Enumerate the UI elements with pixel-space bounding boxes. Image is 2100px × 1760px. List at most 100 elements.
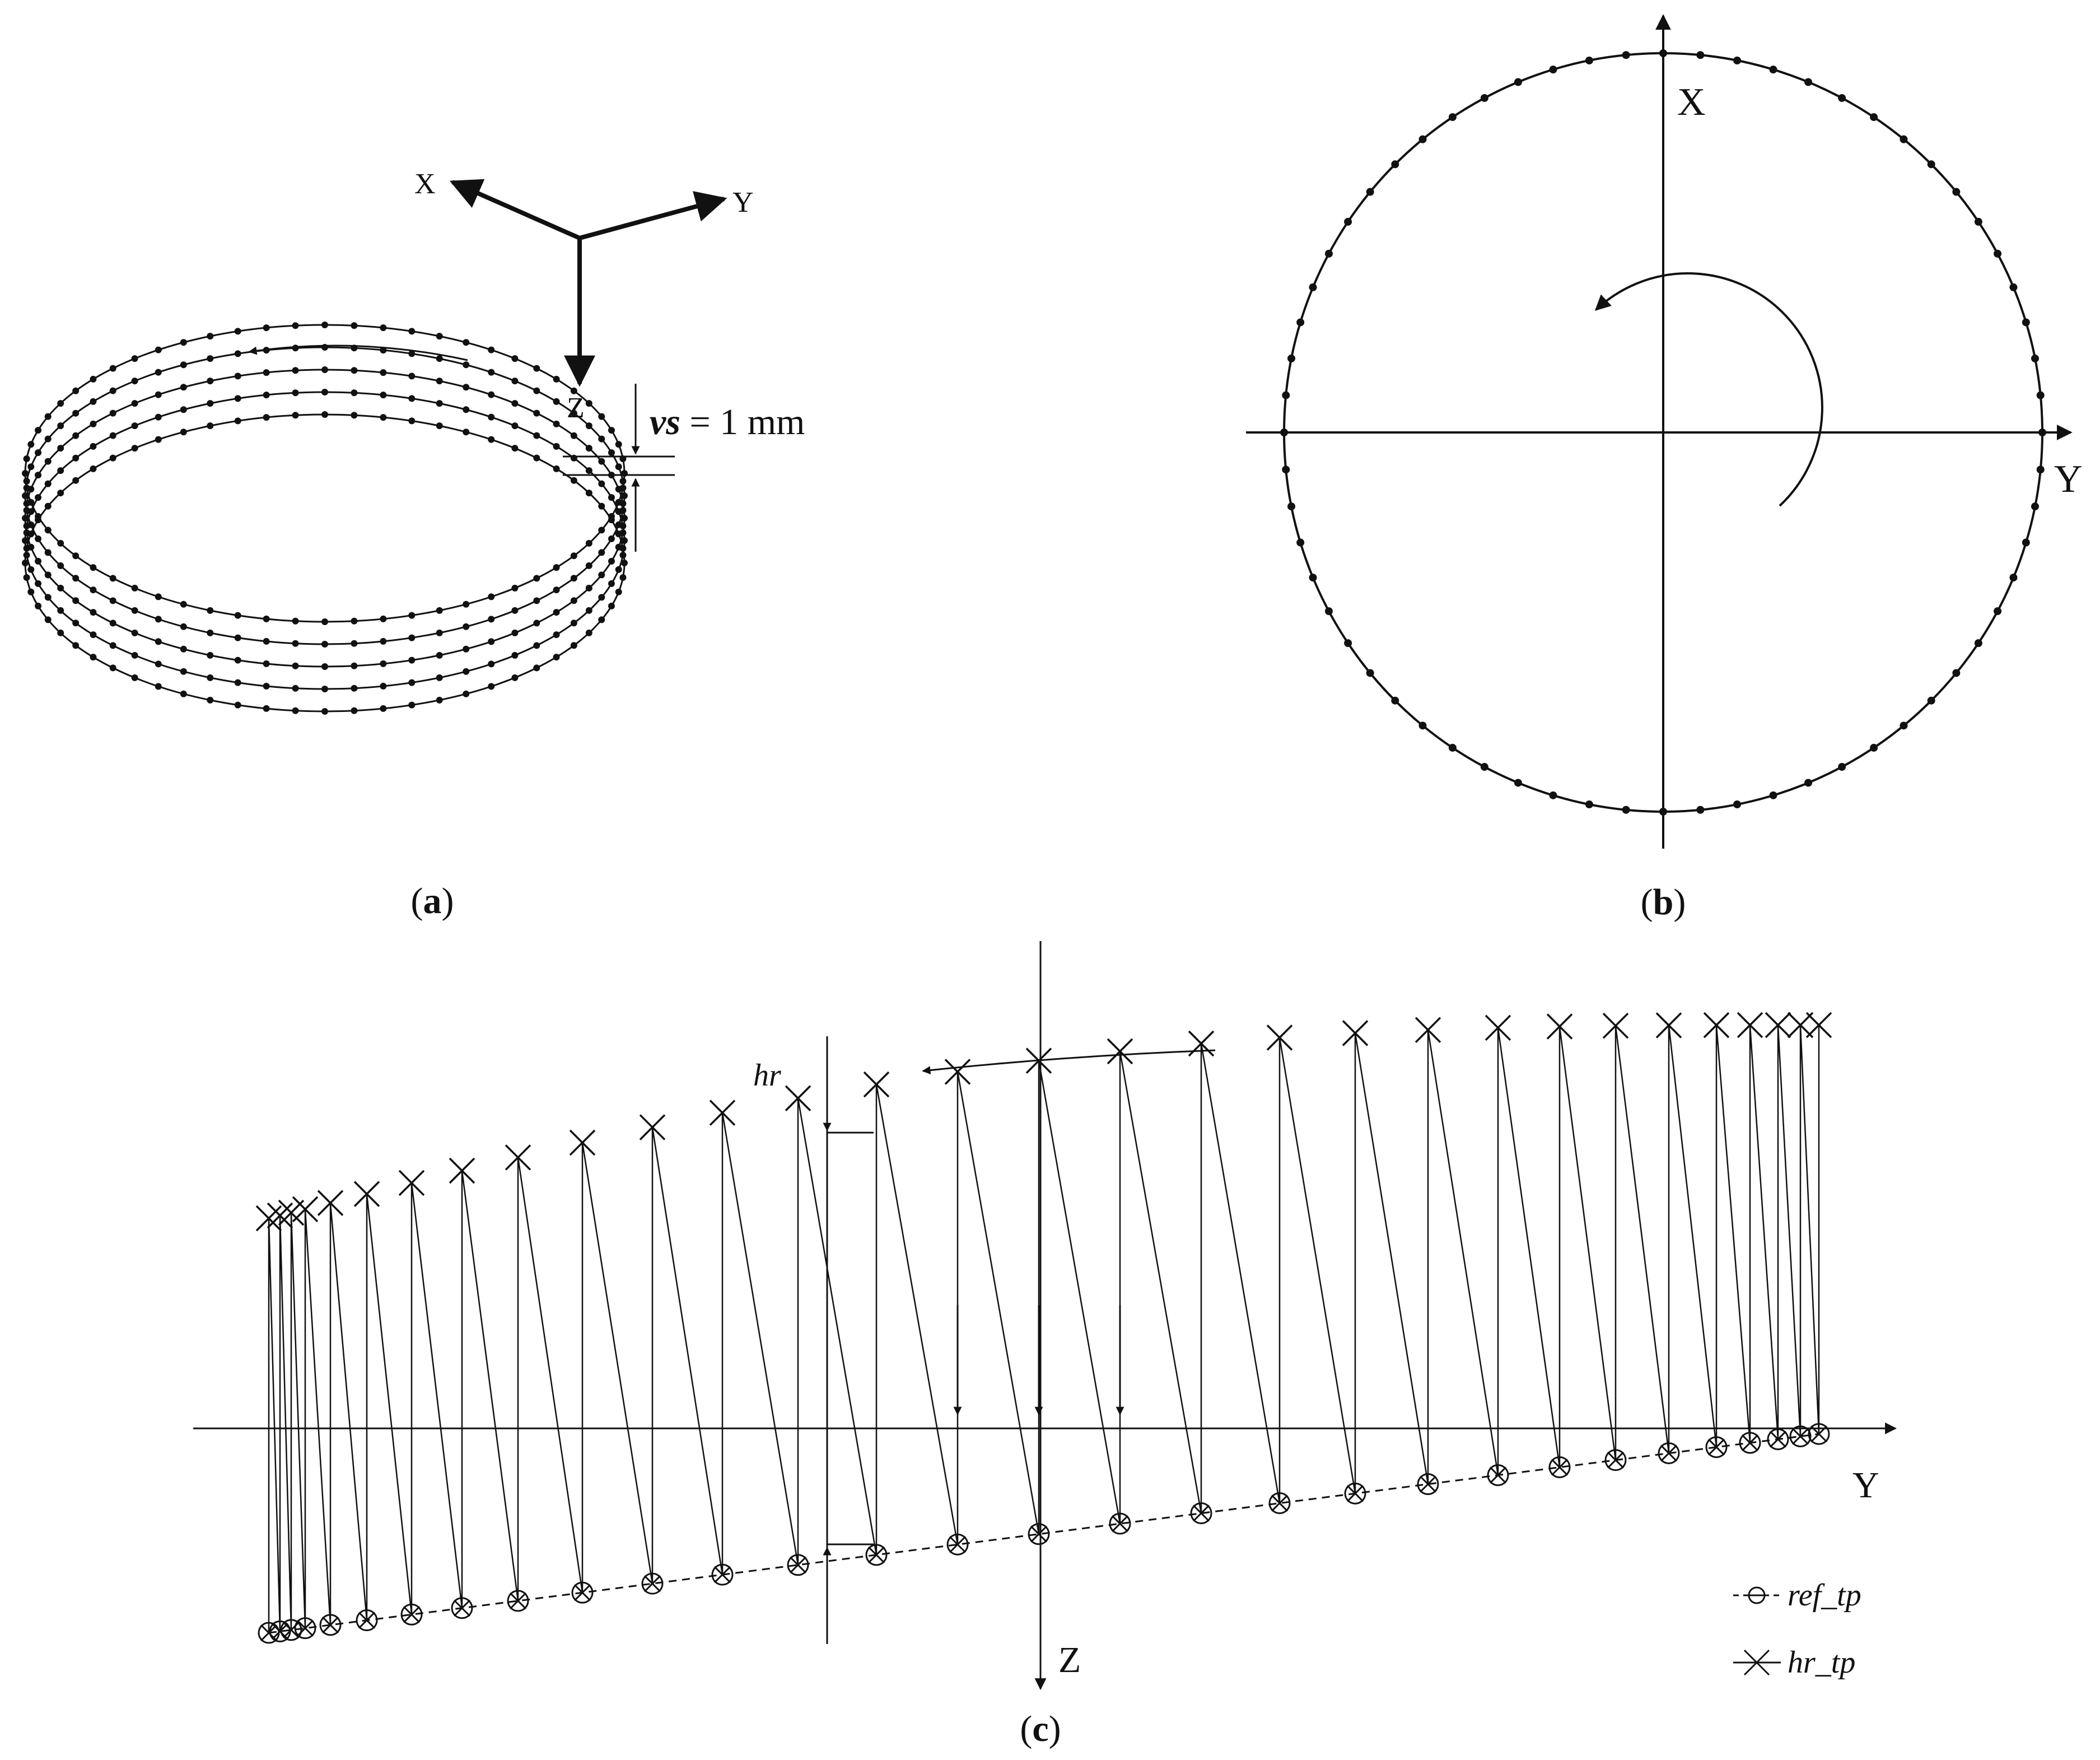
caption-c-letter: c [1032, 1708, 1048, 1749]
helix-point [608, 580, 615, 587]
ref-tp-marker-cross [321, 1616, 339, 1633]
helix-point [35, 535, 42, 542]
toolpath-point [1366, 669, 1374, 677]
toolpath-point [1296, 318, 1305, 327]
helix-point [57, 490, 64, 497]
ref-tp-marker [1417, 1473, 1439, 1496]
toolpath-point [1480, 763, 1488, 771]
helix-point [619, 529, 627, 536]
helix-point [180, 406, 187, 413]
helix-point [44, 571, 52, 579]
helix-point [207, 333, 214, 340]
ref-tp-marker [1268, 1492, 1291, 1515]
helix-point [621, 515, 628, 522]
toolpath-point [1448, 743, 1457, 752]
helix-point [488, 413, 495, 421]
toolpath-point [1549, 66, 1557, 74]
hr-tp-marker [1602, 1012, 1629, 1039]
helix-point [619, 506, 627, 514]
ref-tp-marker [451, 1597, 473, 1619]
helix-point [90, 420, 97, 427]
hr-tp-marker [1737, 1012, 1763, 1039]
caption-a-letter: a [423, 881, 442, 921]
ref-tp-marker [1028, 1523, 1050, 1545]
helix-point [72, 454, 80, 462]
helix-point [207, 355, 214, 362]
helix-point [408, 612, 416, 619]
ref-tp-line [268, 1433, 1819, 1634]
helix-point [380, 414, 387, 421]
helix-point [90, 564, 97, 571]
helix-point [109, 575, 116, 582]
helix-point [511, 422, 519, 430]
helix-point [57, 400, 64, 407]
toolpath-point [1870, 743, 1878, 752]
helix-point [621, 560, 628, 566]
toolpath-point [1769, 66, 1777, 74]
helix-point [570, 597, 577, 604]
helix-point [23, 574, 30, 581]
ref-tp-marker-cross [1660, 1445, 1678, 1462]
helix-point [155, 346, 162, 353]
hr-tp-marker [639, 1114, 666, 1140]
hr-tp-marker [292, 1196, 319, 1223]
helix-point [621, 492, 628, 499]
ref-tp-marker [571, 1581, 594, 1604]
ref-tp-marker-cross [1741, 1434, 1759, 1451]
helix-point [436, 696, 443, 704]
ref-tp-marker [507, 1590, 529, 1612]
helix-point [180, 690, 187, 697]
helix-point [27, 521, 35, 528]
helix-point [585, 629, 592, 636]
helix-point [380, 369, 387, 376]
ref-tp-marker-cross [1346, 1485, 1364, 1502]
toolpath-point [1366, 188, 1374, 196]
ref-tp-marker [1789, 1425, 1812, 1447]
helix-point [90, 654, 97, 661]
helix-point [351, 344, 358, 352]
helix-point [292, 367, 299, 374]
helix-point [408, 701, 416, 709]
helix-point [553, 375, 560, 383]
hr-tp-line [268, 1025, 1820, 1633]
helix-point [615, 441, 622, 448]
helix-point [234, 634, 241, 641]
toolpath-point [1391, 696, 1399, 705]
helix-point [180, 339, 187, 346]
helix-point [511, 355, 519, 362]
ref-tp-marker [865, 1544, 888, 1566]
helix-point [57, 445, 64, 452]
hr-tp-marker [1805, 1012, 1832, 1039]
helix-point [44, 549, 52, 556]
helix-point [408, 350, 416, 357]
hr-tp-marker [1485, 1014, 1511, 1041]
helix-point [608, 513, 615, 520]
ref-tp-marker-cross [1192, 1505, 1210, 1522]
helix-point [553, 564, 560, 571]
hr-tp-marker [1107, 1038, 1133, 1065]
toolpath-point [1622, 51, 1630, 59]
helix-point [57, 422, 64, 430]
helix-point [351, 617, 358, 625]
helix-point [90, 443, 97, 450]
helix-point [553, 443, 560, 450]
helix-point [585, 445, 592, 452]
helix-point [351, 322, 358, 329]
ref-tp-marker [787, 1554, 809, 1576]
helix-point [155, 391, 162, 398]
helix-point [263, 392, 270, 399]
helix-point [598, 458, 605, 465]
ref-tp-marker-cross [1030, 1525, 1048, 1543]
helix-point [321, 708, 328, 715]
helix-point [321, 344, 328, 351]
toolpath-point [1448, 113, 1457, 122]
toolpath-point [1514, 779, 1522, 787]
caption-b: (b) [1641, 882, 1686, 923]
helix-point [511, 378, 519, 385]
c-toolpath [255, 1012, 1832, 1644]
toolpath-point [1418, 721, 1427, 730]
helix-point [533, 365, 540, 372]
ref-tp-marker [1190, 1502, 1212, 1524]
helix-point [131, 584, 138, 592]
toolpath-point [1296, 538, 1305, 547]
